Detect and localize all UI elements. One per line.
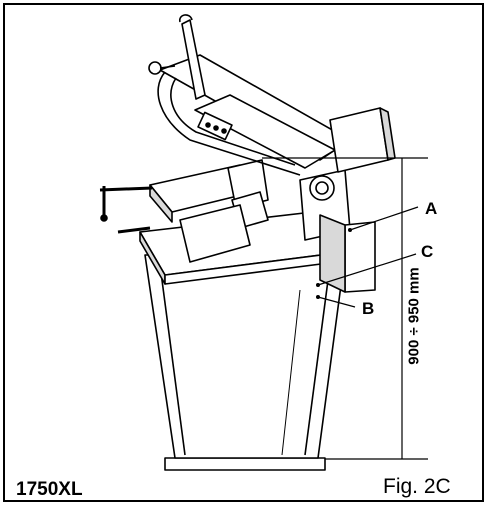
height-dimension-label: 900 ÷ 950 mm [405,267,423,365]
dimension-lines [262,157,428,460]
callout-a-label: A [425,199,438,218]
handle [148,14,206,100]
figure-caption: Fig. 2C [383,475,451,498]
callout-b-label: B [362,299,375,318]
control-box [319,214,376,293]
saw-bow [157,54,396,176]
vise-assembly [99,159,269,234]
callout-c-label: C [421,242,434,261]
callout-c-dot [316,283,320,287]
callout-b-dot [316,295,320,299]
stand-base [144,254,346,471]
model-label: 1750XL [16,479,83,500]
callout-a-dot [348,228,352,232]
